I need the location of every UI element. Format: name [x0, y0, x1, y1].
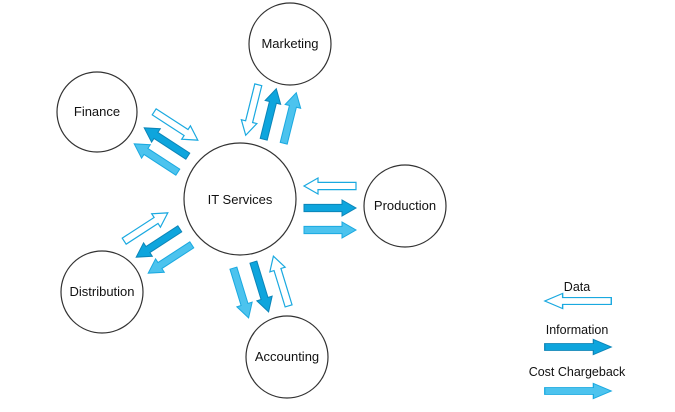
legend-label-information: Information: [546, 323, 609, 337]
node-it-services: IT Services: [183, 142, 297, 256]
legend-label-cost-chargeback: Cost Chargeback: [529, 365, 626, 379]
arrow-information-production: [303, 199, 357, 217]
legend-arrow-information: [544, 338, 612, 356]
node-label-finance: Finance: [74, 104, 120, 119]
legend-arrow-cost-chargeback: [544, 382, 612, 400]
node-label-marketing: Marketing: [261, 36, 318, 51]
node-label-it-services: IT Services: [208, 192, 273, 207]
arrow-chargeback-accounting: [225, 265, 257, 321]
arrow-data-marketing: [237, 82, 267, 138]
node-finance: Finance: [56, 71, 138, 153]
legend-arrow-data: [544, 292, 612, 310]
arrow-information-marketing: [255, 86, 285, 142]
node-marketing: Marketing: [248, 2, 332, 86]
node-accounting: Accounting: [245, 315, 329, 399]
arrow-chargeback-production: [303, 221, 357, 239]
legend: Data Information Cost Chargeback: [529, 280, 626, 400]
arrow-data-production: [303, 177, 357, 195]
node-label-distribution: Distribution: [69, 284, 134, 299]
node-distribution: Distribution: [60, 250, 144, 334]
node-label-production: Production: [374, 198, 436, 213]
node-label-accounting: Accounting: [255, 349, 319, 364]
legend-label-data: Data: [564, 280, 590, 294]
arrow-chargeback-marketing: [275, 90, 305, 146]
node-production: Production: [363, 164, 447, 248]
